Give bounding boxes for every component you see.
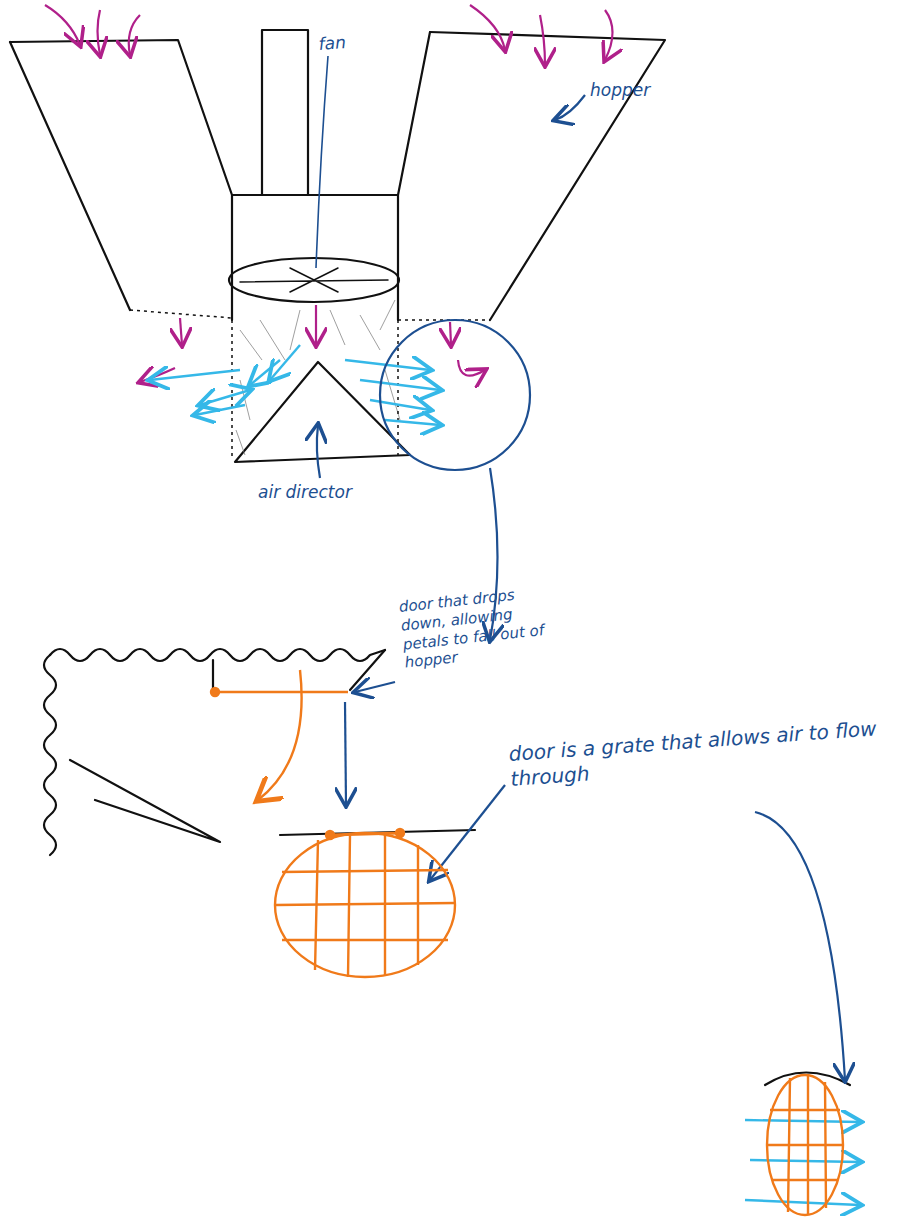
air-director-label: air director: [258, 482, 398, 503]
grate-note: door is a grate that allows air to flow …: [508, 715, 891, 791]
hopper-label: hopper: [590, 80, 680, 101]
door-note: door that drops down, allowing petals to…: [398, 582, 555, 672]
fan-label: fan: [318, 30, 379, 55]
